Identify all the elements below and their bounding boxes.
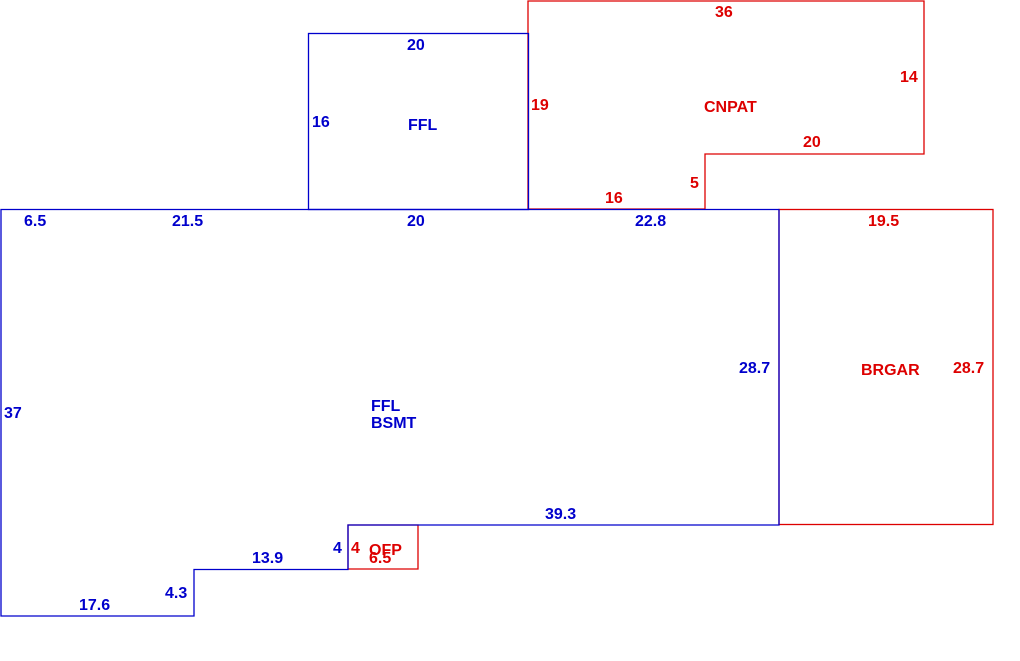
cnpat-bottom-dim: 16 (605, 190, 623, 207)
main-top-d-dim: 22.8 (635, 213, 666, 230)
main-top-a-dim: 6.5 (24, 213, 46, 230)
ffl-upper-top-dim: 20 (407, 37, 425, 54)
cnpat-label: CNPAT (704, 99, 757, 116)
main-step-mid-dim: 13.9 (252, 550, 283, 567)
main-top-b-dim: 21.5 (172, 213, 203, 230)
ffl-upper-label: FFL (408, 117, 438, 134)
ffl-upper-left-dim: 16 (312, 114, 330, 131)
main-step-side-b-dim: 4 (333, 540, 342, 557)
ofp-bottom-dim: 6.5 (369, 550, 391, 567)
main-label-line2: BSMT (371, 415, 417, 432)
main-left-dim: 37 (4, 405, 22, 422)
brgar-right-dim: 28.7 (953, 360, 984, 377)
main-right-dim: 28.7 (739, 360, 770, 377)
main-bottom-right-dim: 39.3 (545, 506, 576, 523)
main-top-c-dim: 20 (407, 213, 425, 230)
cnpat-step-side-dim: 5 (690, 175, 699, 192)
main-outline (0, 208, 780, 617)
cnpat-left-dim: 19 (531, 97, 549, 114)
ofp-side-dim: 4 (351, 540, 360, 557)
main-step-side-a-dim: 4.3 (165, 585, 187, 602)
brgar-top-dim: 19.5 (868, 213, 899, 230)
ofp-label: OFP (369, 542, 402, 559)
cnpat-step-top-dim: 20 (803, 134, 821, 151)
brgar-label: BRGAR (861, 362, 920, 379)
cnpat-top-dim: 36 (715, 4, 733, 21)
main-step-bottom-left-dim: 17.6 (79, 597, 110, 614)
cnpat-right-dim: 14 (900, 69, 918, 86)
main-label-line1: FFL (371, 398, 401, 415)
